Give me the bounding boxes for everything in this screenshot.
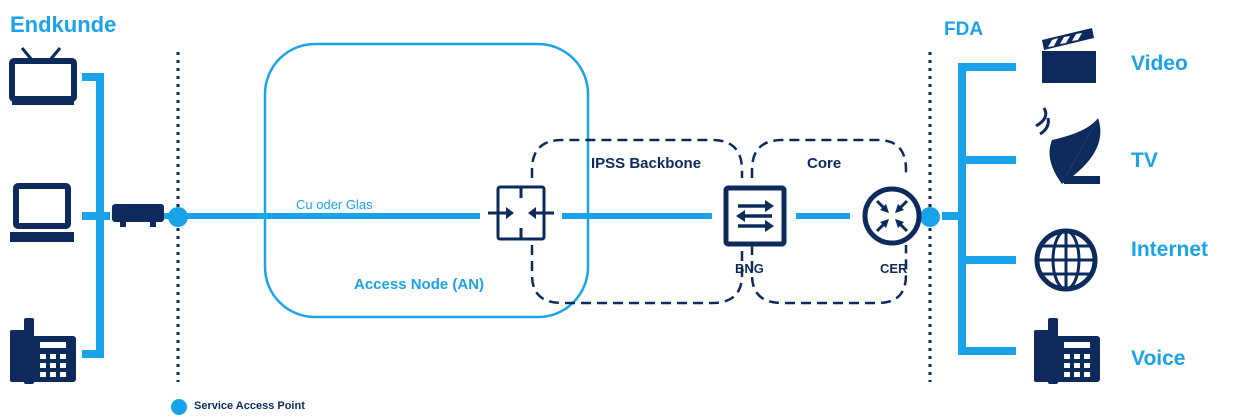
- access-node-label: Access Node (AN): [354, 276, 485, 293]
- desk-phone-icon: [10, 318, 76, 384]
- core-label: Core: [807, 155, 842, 172]
- computer-icon: [10, 183, 74, 242]
- ipss-backbone-zone: [530, 138, 744, 305]
- router-icon: [862, 186, 922, 246]
- cer-label: CER: [880, 261, 908, 276]
- service-access-point-right: [920, 207, 940, 227]
- service-label-tv: TV: [1131, 149, 1158, 172]
- fda-title: FDA: [944, 19, 984, 40]
- legend-sap-label: Service Access Point: [194, 400, 305, 412]
- modem-icon: [112, 204, 164, 227]
- legend-sap-dot: [171, 399, 187, 415]
- access-link-label: Cu oder Glas: [296, 197, 373, 212]
- service-bus: [942, 63, 1016, 355]
- core-zone: [750, 138, 908, 305]
- endkunde-title: Endkunde: [10, 12, 117, 37]
- bng-switch-icon: [723, 185, 787, 247]
- service-label-video: Video: [1131, 52, 1188, 75]
- access-node-icon: [488, 185, 554, 241]
- customer-bus: [82, 73, 110, 358]
- bng-label: BNG: [735, 261, 764, 276]
- globe-icon: [1034, 228, 1098, 292]
- tv-icon: [9, 47, 77, 105]
- ipss-backbone-label: IPSS Backbone: [591, 155, 702, 172]
- service-access-point-left: [168, 207, 188, 227]
- service-label-voice: Voice: [1131, 347, 1186, 370]
- satellite-dish-icon: [1035, 107, 1101, 184]
- voice-phone-icon: [1034, 318, 1100, 384]
- access-node-zone: [263, 42, 590, 319]
- clapperboard-icon: [1042, 28, 1096, 83]
- service-label-internet: Internet: [1131, 238, 1209, 261]
